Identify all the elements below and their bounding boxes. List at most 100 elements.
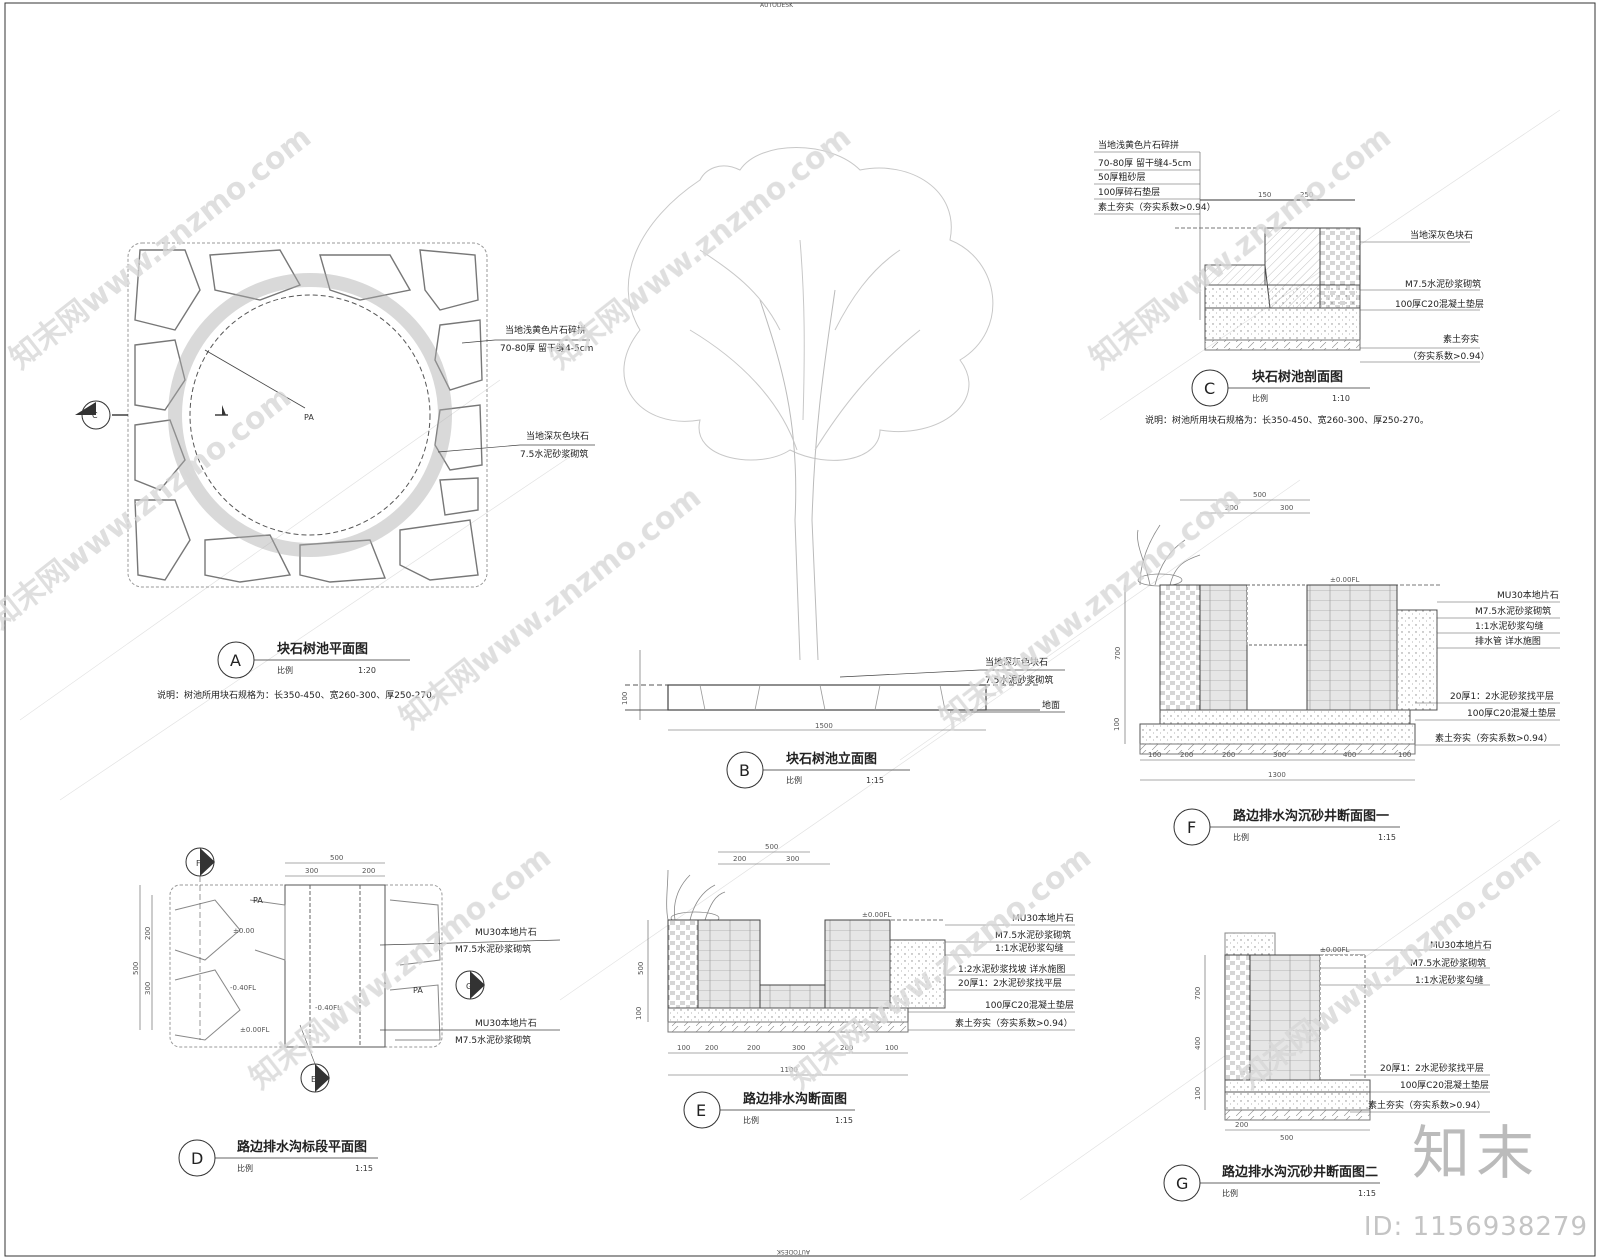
e-dim-top-2: 200 xyxy=(733,855,746,863)
g-dim-left-1: 700 xyxy=(1194,987,1202,1000)
g-label-4: 20厚1：2水泥砂浆找平层 xyxy=(1380,1062,1484,1074)
f-symbol: F xyxy=(1187,818,1196,837)
c-right-3: 100厚C20混凝土垫层 xyxy=(1395,298,1484,310)
e-dim-left-1: 500 xyxy=(637,962,645,975)
e-label-5: 20厚1：2水泥砂浆找平层 xyxy=(958,977,1062,989)
d-mark-g: G xyxy=(466,982,472,991)
a-callout1-line2: 70-80厚 留干缝4-5cm xyxy=(500,342,593,354)
f-dim-total: 1300 xyxy=(1268,771,1286,779)
background-guidelines xyxy=(19,109,1561,1201)
f-dim-bottom-4: 300 xyxy=(1273,751,1286,759)
d-dim-top-2: 300 xyxy=(305,867,318,875)
b-scale-label: 比例 xyxy=(786,775,802,785)
e-label-7: 素土夯实（夯实系数>0.94） xyxy=(955,1017,1073,1029)
d-symbol: D xyxy=(191,1149,203,1168)
f-dim-bottom-2: 200 xyxy=(1180,751,1193,759)
a-symbol: A xyxy=(230,651,241,670)
paving-pattern xyxy=(134,249,483,583)
g-symbol: G xyxy=(1176,1174,1188,1193)
g-dim-bottom-1: 200 xyxy=(1235,1121,1248,1129)
e-dim-total: 1100 xyxy=(780,1066,798,1074)
b-callout3: 地面 xyxy=(1042,699,1060,711)
e-plant-icon xyxy=(666,869,726,925)
c-note: 说明：树池所用块石规格为：长350-450、宽260-300、厚250-270。 xyxy=(1145,414,1429,426)
e-label-2: M7.5水泥砂浆砌筑 xyxy=(995,929,1071,941)
g-scale-label: 比例 xyxy=(1222,1188,1238,1198)
d-pa1: PA xyxy=(253,896,263,905)
e-dim-bottom-3: 200 xyxy=(747,1044,760,1052)
f-dim-bottom-3: 200 xyxy=(1222,751,1235,759)
b-dim-height: 100 xyxy=(621,692,629,705)
c-symbol: C xyxy=(1204,379,1215,398)
sheet-border xyxy=(4,2,1596,1257)
f-scale: 1:15 xyxy=(1378,833,1396,842)
e-dim-top-1: 500 xyxy=(765,843,778,851)
c-title: 块石树池剖面图 xyxy=(1252,369,1343,385)
d-pa2: PA xyxy=(413,986,423,995)
d-dim-left-2: 500 xyxy=(132,962,140,975)
e-symbol: E xyxy=(696,1101,706,1120)
detail-g-section: ±0.00FL MU30本地片石 M7.5水泥砂浆砌筑 1:1水泥砂浆勾缝 20… xyxy=(1163,932,1492,1202)
a-scale-label: 比例 xyxy=(277,665,293,675)
d-title: 路边排水沟标段平面图 xyxy=(237,1139,367,1155)
e-label-1: MU30本地片石 xyxy=(1012,912,1074,924)
e-level: ±0.00FL xyxy=(862,911,891,919)
d-level-4: ±0.00FL xyxy=(240,1026,269,1034)
a-callout2-line2: 7.5水泥砂浆砌筑 xyxy=(520,448,588,460)
e-dim-top-3: 300 xyxy=(786,855,799,863)
a-title: 块石树池平面图 xyxy=(277,641,368,657)
f-dim-left-2: 100 xyxy=(1113,718,1121,731)
d-label-3: MU30本地片石 xyxy=(475,1017,537,1029)
f-dim-bottom-5: 400 xyxy=(1343,751,1356,759)
section-mark-c-label: C xyxy=(92,411,98,420)
a-note: 说明：树池所用块石规格为：长350-450、宽260-300、厚250-270。 xyxy=(157,689,441,701)
e-dim-bottom-1: 100 xyxy=(677,1044,690,1052)
f-label-4: 排水管 详水施图 xyxy=(1475,635,1541,647)
g-label-1: MU30本地片石 xyxy=(1430,939,1492,951)
c-right-5: （夯实系数>0.94） xyxy=(1408,350,1490,362)
image-id: ID: 1156938279 xyxy=(1363,1212,1588,1242)
e-scale: 1:15 xyxy=(835,1116,853,1125)
e-scale-label: 比例 xyxy=(743,1115,759,1125)
f-label-1: MU30本地片石 xyxy=(1497,589,1559,601)
g-scale: 1:15 xyxy=(1358,1189,1376,1198)
d-level-3: -0.40FL xyxy=(315,1004,341,1012)
detail-d-plan: PA PA ±0.00 -0.40FL -0.40FL ±0.00FL 500 … xyxy=(132,847,561,1177)
e-dim-bottom-5: 200 xyxy=(840,1044,853,1052)
tree-outline-icon xyxy=(623,147,994,661)
g-dim-bottom-2: 500 xyxy=(1280,1134,1293,1142)
detail-e-section: 500 200 300 ±0.00FL MU30本地片石 M7.5水泥砂浆砌筑 … xyxy=(635,843,1075,1129)
autodesk-bottom-label: AUTODESK xyxy=(776,1248,810,1255)
c-right-1: 当地深灰色块石 xyxy=(1410,229,1473,241)
autodesk-top-label: AUTODESK xyxy=(760,2,794,9)
c-layer-3: 50厚粗砂层 xyxy=(1098,171,1145,183)
e-label-3: 1:1水泥砂浆勾缝 xyxy=(995,942,1064,954)
b-dim-width: 1500 xyxy=(815,722,833,730)
detail-f-section: 500 200 300 ±0.00FL MU30本地片石 M7.5水泥砂浆砌筑 … xyxy=(1113,491,1560,846)
a-callout1-line1: 当地浅黄色片石碎拼 xyxy=(505,324,586,336)
c-layer-2: 70-80厚 留干缝4-5cm xyxy=(1098,157,1191,169)
e-title: 路边排水沟断面图 xyxy=(743,1091,847,1107)
g-dim-left-2: 400 xyxy=(1194,1037,1202,1050)
d-scale-label: 比例 xyxy=(237,1163,253,1173)
g-label-2: M7.5水泥砂浆砌筑 xyxy=(1410,957,1486,969)
c-right-2: M7.5水泥砂浆砌筑 xyxy=(1405,278,1481,290)
c-dim-2: 250 xyxy=(1300,191,1313,199)
d-mark-e: E xyxy=(311,1075,316,1084)
b-scale: 1:15 xyxy=(866,776,884,785)
b-callout2: 7.5水泥砂浆砌筑 xyxy=(985,674,1053,686)
f-label-3: 1:1水泥砂浆勾缝 xyxy=(1475,620,1544,632)
f-dim-bottom-1: 100 xyxy=(1148,751,1161,759)
g-label-5: 100厚C20混凝土垫层 xyxy=(1400,1079,1489,1091)
watermark-4: 知末网www.znzmo.com xyxy=(0,380,298,637)
d-dim-left-1: 200 xyxy=(144,927,152,940)
c-layer-1: 当地浅黄色片石碎拼 xyxy=(1098,139,1179,151)
detail-a-plan: PA C 当地浅黄色片石碎拼 70-80厚 留干缝4-5cm 当地深灰色块石 7… xyxy=(75,242,595,701)
f-dim-top-3: 300 xyxy=(1280,504,1293,512)
f-dim-top-2: 200 xyxy=(1225,504,1238,512)
a-callout2-line1: 当地深灰色块石 xyxy=(526,430,589,442)
label-pa: PA xyxy=(304,413,314,422)
c-scale: 1:10 xyxy=(1332,394,1350,403)
f-dim-left-1: 700 xyxy=(1114,647,1122,660)
d-scale: 1:15 xyxy=(355,1164,373,1173)
